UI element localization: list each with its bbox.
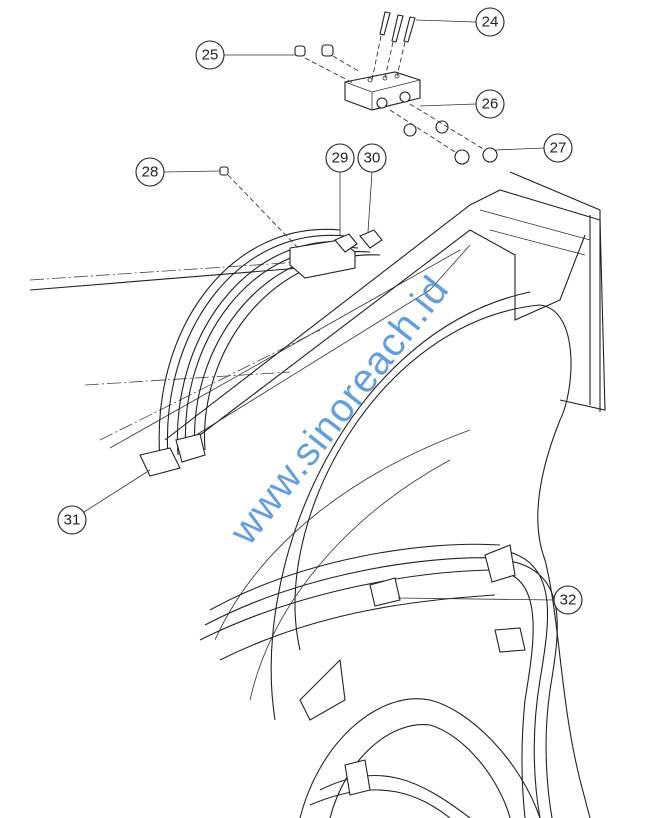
callout-29: 29 [325,143,355,173]
callout-circle [135,157,165,187]
callouts: 24 25 26 27 28 29 30 31 32 [57,7,583,615]
fittings-27 [389,103,498,165]
hoses [158,228,558,818]
leader-lines [83,19,555,601]
callout-32: 32 [553,585,583,615]
fitting-31 [139,433,206,477]
callout-circle [543,133,573,163]
frame-lines [29,171,606,449]
callout-label: 26 [482,96,499,113]
callout-circle [57,505,87,535]
housing-outline [214,291,591,818]
callout-31: 31 [57,505,87,535]
callout-25: 25 [195,40,225,70]
callout-circle [325,143,355,173]
lower-manifold [289,229,383,279]
callout-label: 31 [64,512,81,529]
callout-26: 26 [475,89,505,119]
callout-circle [195,40,225,70]
plugs [219,44,361,251]
callout-label: 32 [560,592,577,609]
callout-label: 30 [364,150,381,167]
callout-circle [553,585,583,615]
bolts [371,11,416,81]
callout-circle [475,89,505,119]
callout-circle [357,143,387,173]
callout-label: 27 [550,140,567,157]
callout-circle [475,7,505,37]
clamps [344,544,526,796]
callout-27: 27 [543,133,573,163]
callout-28: 28 [135,157,165,187]
valve-block [344,71,421,111]
callout-label: 29 [332,150,349,167]
callout-30: 30 [357,143,387,173]
callout-label: 28 [142,164,159,181]
callout-24: 24 [475,7,505,37]
callout-label: 25 [202,47,219,64]
callout-label: 24 [482,14,499,31]
